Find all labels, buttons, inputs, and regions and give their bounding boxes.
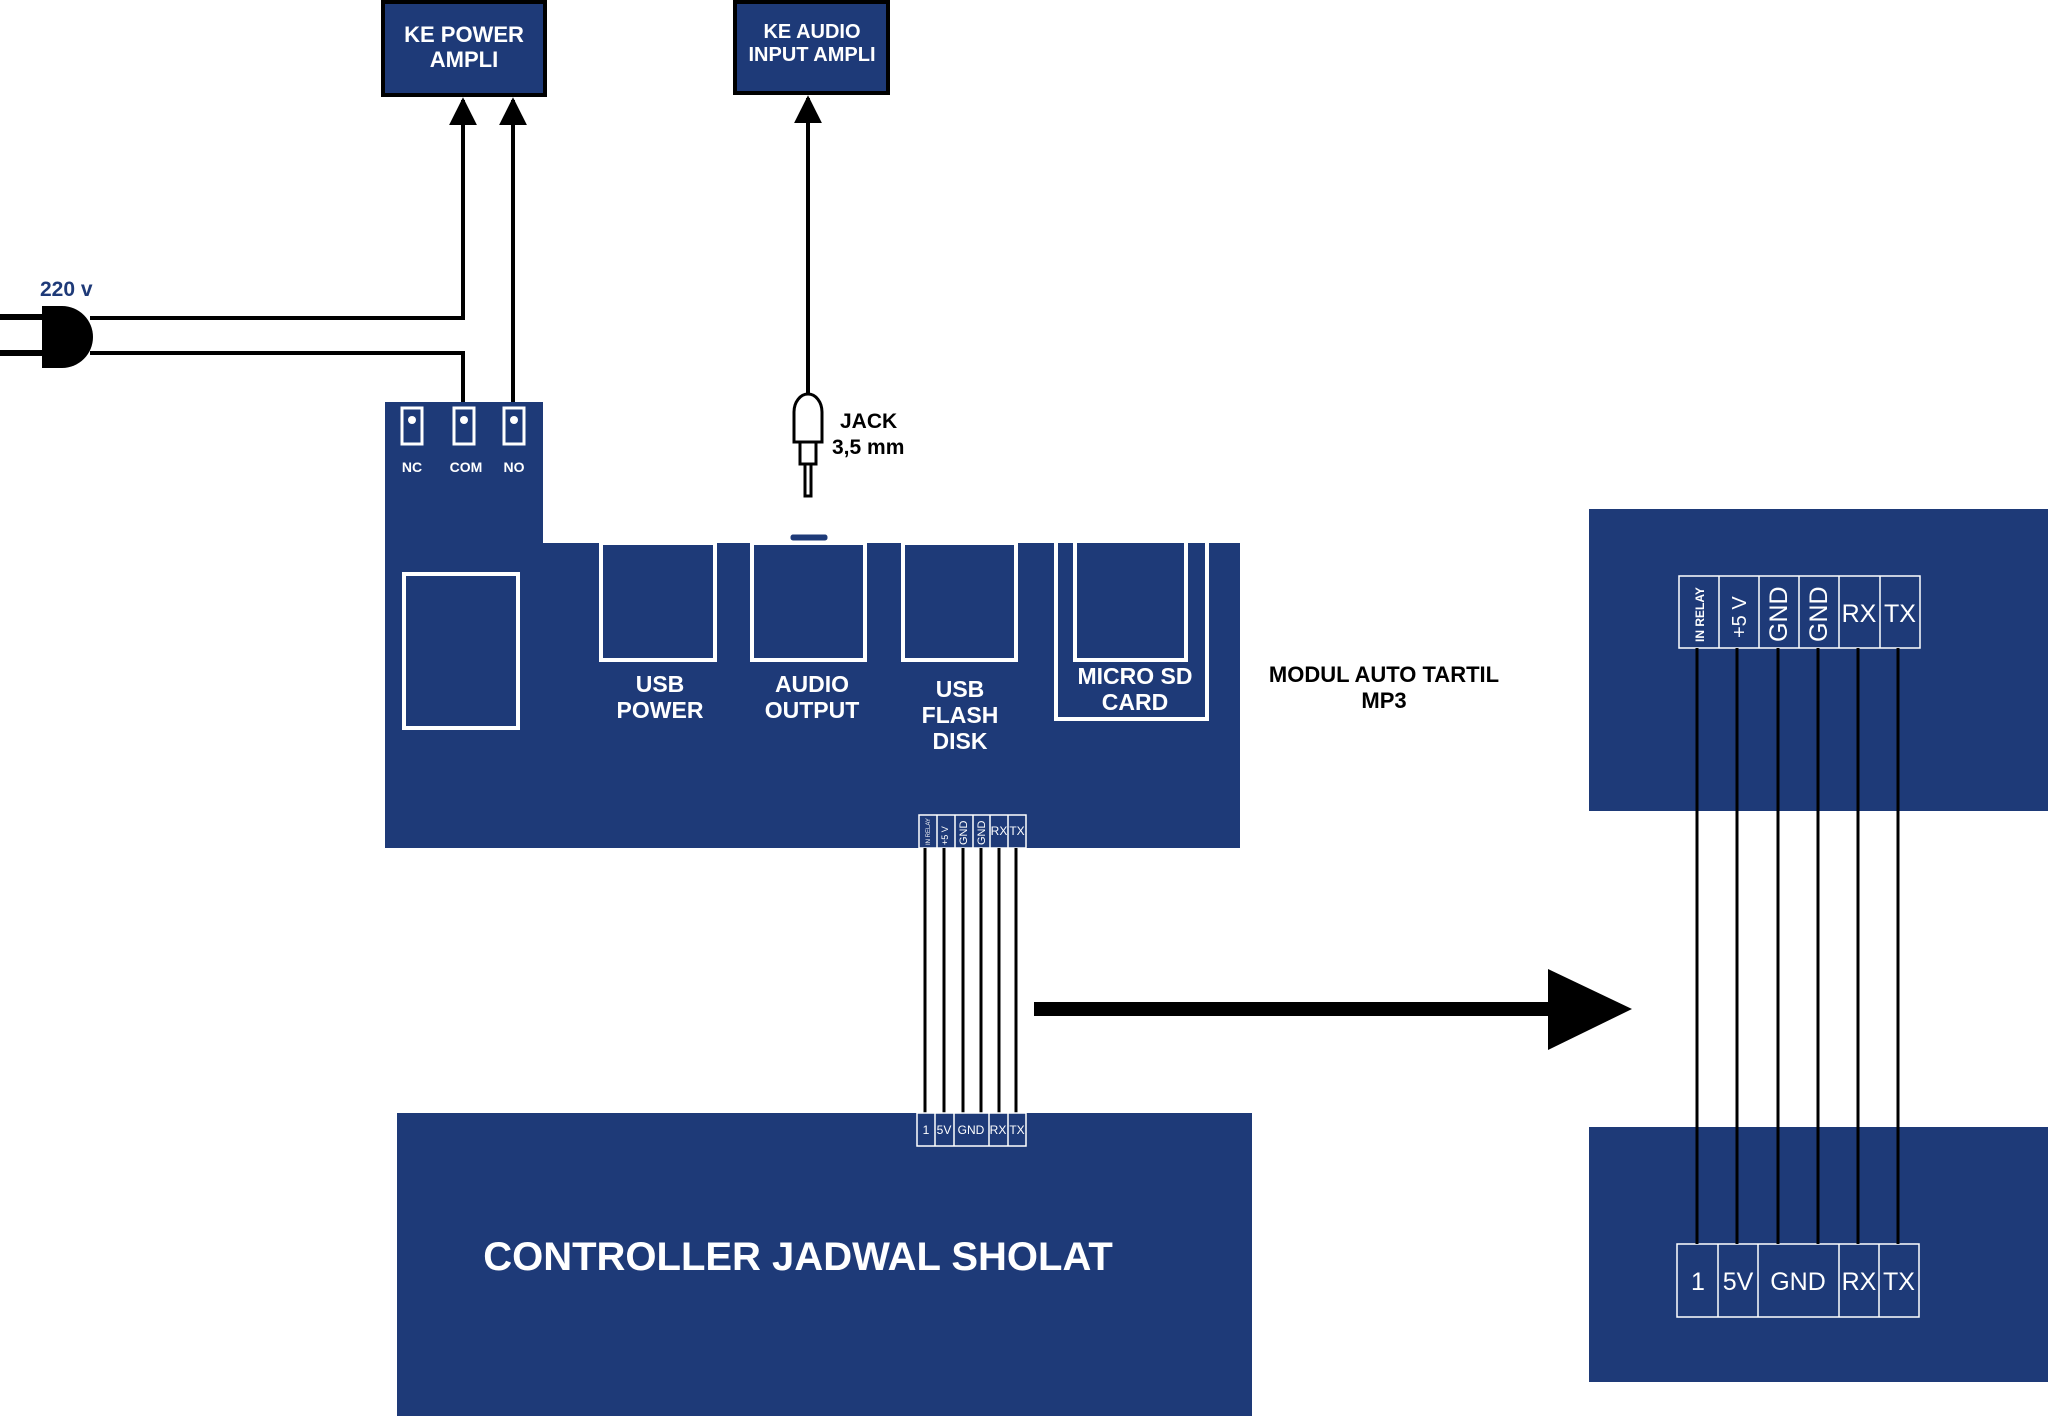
module-label-2: MP3 xyxy=(1361,688,1406,713)
usb-power-label-1: USB xyxy=(636,671,685,697)
usb-flash-label-3: DISK xyxy=(933,728,988,754)
power-ampli-box: KE POWER AMPLI xyxy=(381,0,547,97)
relay-component xyxy=(402,572,520,730)
large-pin-gnd-1: GND xyxy=(1765,586,1793,642)
ribbon-cable-small xyxy=(923,848,1018,1113)
mp3-module-board: NC COM NO USB POWER AUDIO OUTPUT USB FLA… xyxy=(385,402,1240,849)
micro-sd-slot xyxy=(1054,543,1209,721)
module-pin-header-large: IN RELAY +5 V GND GND RX TX xyxy=(1678,575,1921,649)
large-ctrl-pin-tx: TX xyxy=(1883,1268,1915,1296)
module-label-1: MODUL AUTO TARTIL xyxy=(1269,662,1499,687)
small-pin-5v: +5 V xyxy=(940,826,950,845)
arrow-right-icon xyxy=(1034,969,1632,1050)
wire-live xyxy=(90,97,477,320)
micro-sd-label-1: MICRO SD xyxy=(1078,663,1193,689)
relay-no-label: NO xyxy=(504,459,525,475)
controller-board: 1 5V GND RX TX CONTROLLER JADWAL SHOLAT xyxy=(397,1112,1252,1416)
ctrl-small-pin-gnd: GND xyxy=(958,1123,985,1137)
power-ampli-label-2: AMPLI xyxy=(430,47,498,72)
large-pin-5v: +5 V xyxy=(1729,596,1751,638)
audio-ampli-label-1: KE AUDIO xyxy=(763,21,860,43)
large-ctrl-pin-gnd: GND xyxy=(1770,1268,1826,1296)
large-pin-gnd-2: GND xyxy=(1805,586,1833,642)
zoom-module-board: IN RELAY +5 V GND GND RX TX xyxy=(1589,509,2048,811)
power-ampli-label-1: KE POWER xyxy=(404,22,524,47)
relay-com-label: COM xyxy=(450,459,483,475)
controller-pin-header-small: 1 5V GND RX TX xyxy=(916,1112,1027,1147)
ctrl-small-pin-tx: TX xyxy=(1009,1123,1024,1137)
usb-power-port xyxy=(599,541,717,662)
usb-flash-port xyxy=(901,541,1018,662)
ribbon-cable-large xyxy=(1695,648,1900,1244)
relay-terminal-no xyxy=(502,406,526,446)
wire-neutral xyxy=(90,351,465,402)
audio-output-label-2: OUTPUT xyxy=(765,697,860,723)
small-pin-gnd-1: GND xyxy=(958,821,970,846)
controller-pin-header-large: 1 5V GND RX TX xyxy=(1676,1243,1920,1318)
micro-sd-label-2: CARD xyxy=(1102,689,1168,715)
relay-terminal-com xyxy=(452,406,476,446)
small-pin-tx: TX xyxy=(1009,824,1024,838)
module-pin-header-small: IN RELAY +5 V GND GND RX TX xyxy=(918,814,1027,849)
ctrl-small-pin-1: 1 xyxy=(923,1123,930,1137)
audio-output-connector xyxy=(787,531,831,544)
large-ctrl-pin-5v: 5V xyxy=(1723,1268,1754,1296)
large-ctrl-pin-rx: RX xyxy=(1842,1268,1877,1296)
usb-power-label-2: POWER xyxy=(617,697,704,723)
ctrl-small-pin-rx: RX xyxy=(990,1123,1007,1137)
plug-icon xyxy=(0,306,93,368)
large-ctrl-pin-1: 1 xyxy=(1691,1268,1705,1296)
relay-nc-label: NC xyxy=(402,459,422,475)
large-pin-tx: TX xyxy=(1884,600,1916,628)
usb-flash-label-1: USB xyxy=(936,676,985,702)
controller-label: CONTROLLER JADWAL SHOLAT xyxy=(483,1235,1113,1279)
jack-label-2: 3,5 mm xyxy=(832,436,904,459)
usb-flash-label-2: FLASH xyxy=(922,702,999,728)
small-pin-gnd-2: GND xyxy=(976,821,988,846)
jack-label-1: JACK xyxy=(840,410,897,433)
audio-output-label-1: AUDIO xyxy=(775,671,849,697)
small-pin-rx: RX xyxy=(991,824,1008,838)
small-pin-in-relay: IN RELAY xyxy=(926,818,932,845)
relay-terminal-nc xyxy=(400,406,424,446)
large-pin-rx: RX xyxy=(1842,600,1877,628)
jack-plug-icon xyxy=(792,392,824,498)
audio-ampli-label-2: INPUT AMPLI xyxy=(748,44,875,66)
large-pin-in-relay: IN RELAY xyxy=(1693,587,1707,642)
audio-ampli-box: KE AUDIO INPUT AMPLI xyxy=(733,0,890,95)
voltage-label: 220 v xyxy=(40,278,93,301)
ctrl-small-pin-5v: 5V xyxy=(937,1123,952,1137)
